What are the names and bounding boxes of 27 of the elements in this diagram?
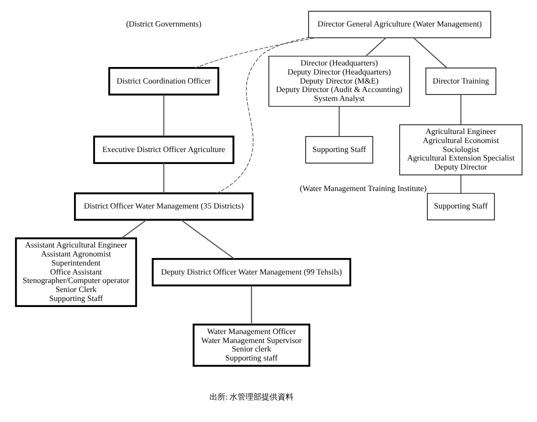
connector	[194, 37, 316, 68]
node-box: Executive District Officer Agriculture	[92, 136, 234, 164]
label: (District Governments)	[126, 20, 201, 29]
node-box: Deputy District Officer Water Management (99 Tehsils)	[151, 258, 351, 286]
node-box: Director Training	[424, 68, 496, 95]
node-box: District Officer Water Management (35 Districts)	[74, 192, 254, 221]
label: 出所: 水管理部提供資料	[208, 392, 294, 402]
connector	[365, 37, 386, 56]
connector	[412, 37, 447, 68]
connector	[162, 94, 164, 136]
node-box: Agricultural Engineer Agricultural Economist Sociologist Agricultural Extension Specialist Deputy Director	[398, 124, 522, 176]
connector	[460, 174, 461, 194]
node-box: District Coordination Officer	[108, 67, 219, 96]
connector	[216, 37, 308, 194]
node-box: Director (Headquarters) Deputy Director (Headquarters) Deputy Director (M&E) Deputy Director (Audit & Accounting) System Analyst	[268, 56, 410, 107]
connector	[460, 94, 461, 125]
node-box: Supporting Staff	[304, 136, 373, 164]
node-box: Water Management Officer Water Management Supervisor Senior clerk Supporting staff	[192, 324, 310, 367]
node-label: (Water Management Training Institute)	[299, 184, 426, 193]
connector	[120, 220, 146, 238]
node-box: Supporting Staff	[426, 192, 494, 220]
node-box: Assistant Agricultural Engineer Assistant Agronomist Superintendent Office Assistant Stenographer/Computer operator Senior Clerk Supporting Staff	[14, 237, 137, 308]
node-box: Director General Agriculture (Water Management)	[308, 10, 491, 38]
connector	[180, 220, 234, 260]
connector	[338, 106, 340, 136]
connector	[162, 163, 164, 194]
connector	[250, 286, 252, 324]
